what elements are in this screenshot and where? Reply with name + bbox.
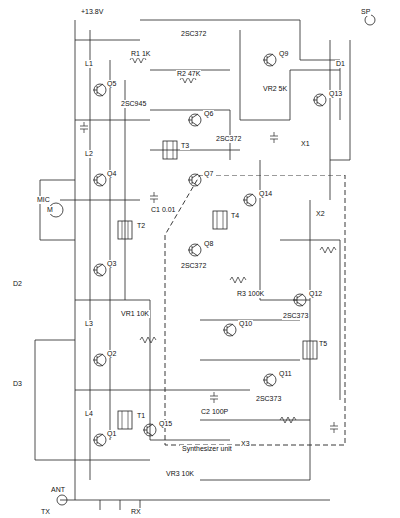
part-label: Q7 <box>203 170 214 178</box>
part-label: Q5 <box>106 80 117 88</box>
part-label: X2 <box>315 210 326 218</box>
part-label: RX <box>130 508 142 516</box>
part-label: Q11 <box>278 370 293 378</box>
part-label: R1 1K <box>130 50 151 58</box>
part-label: Q1 <box>106 430 117 438</box>
part-label: 2SC372 <box>180 262 207 270</box>
part-label: Q2 <box>106 350 117 358</box>
part-label: L1 <box>84 60 94 68</box>
part-label: VR3 10K <box>165 470 195 478</box>
part-label: Q12 <box>308 290 323 298</box>
part-label: T1 <box>136 412 146 420</box>
part-label: R2 47K <box>176 70 201 78</box>
part-label: 2SC945 <box>120 100 147 108</box>
part-label: L4 <box>84 410 94 418</box>
part-label: T5 <box>318 340 328 348</box>
part-label: Q15 <box>158 420 173 428</box>
part-label: M <box>46 206 54 214</box>
part-label: Q13 <box>328 90 343 98</box>
part-label: VR2 5K <box>262 85 288 93</box>
part-label: Q10 <box>238 320 253 328</box>
part-label: Q4 <box>106 170 117 178</box>
part-label: Q6 <box>203 110 214 118</box>
part-label: L3 <box>84 320 94 328</box>
part-label: T3 <box>180 142 190 150</box>
part-label: SP <box>360 8 371 16</box>
part-label: R3 100K <box>236 290 265 298</box>
part-label: ANT <box>50 486 66 494</box>
part-label: X1 <box>300 140 311 148</box>
unit-title: Synthesizer unit <box>180 445 234 452</box>
part-label: Q9 <box>278 50 289 58</box>
part-label: T2 <box>136 222 146 230</box>
part-label: L2 <box>84 150 94 158</box>
part-label: Q14 <box>258 190 273 198</box>
part-label: Q3 <box>106 260 117 268</box>
part-label: 2SC373 <box>255 395 282 403</box>
part-label: 2SC372 <box>215 135 242 143</box>
part-label: D1 <box>335 60 346 68</box>
part-label: VR1 10K <box>120 310 150 318</box>
part-label: Q8 <box>203 240 214 248</box>
part-label: D3 <box>12 380 23 388</box>
part-label: C2 100P <box>200 408 229 416</box>
part-label: TX <box>40 508 51 516</box>
part-label: +13.8V <box>80 8 104 16</box>
part-label: 2SC372 <box>180 30 207 38</box>
part-label: D2 <box>12 280 23 288</box>
part-label: 2SC373 <box>282 312 309 320</box>
part-label: MIC <box>36 196 51 204</box>
part-label: C1 0.01 <box>150 206 177 214</box>
part-label: X3 <box>240 440 251 448</box>
part-label: T4 <box>230 212 240 220</box>
